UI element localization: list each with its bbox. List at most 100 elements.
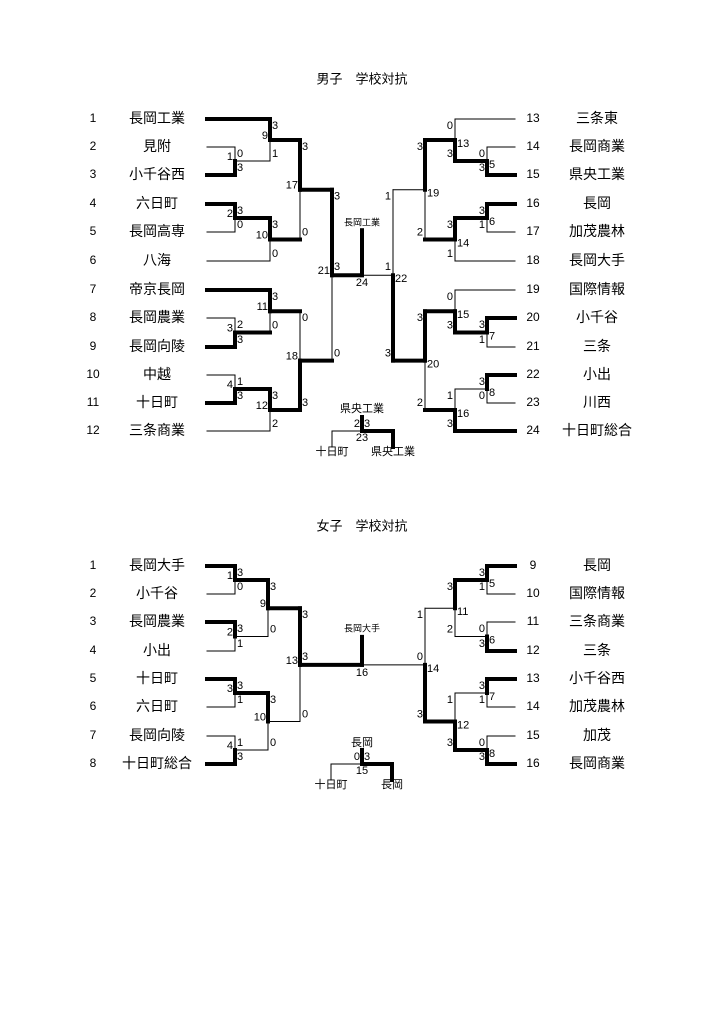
team-seed: 13 xyxy=(526,671,540,685)
match-number: 14 xyxy=(457,237,469,249)
team-seed: 13 xyxy=(526,111,540,125)
match-number: 14 xyxy=(427,663,439,675)
score-bottom: 1 xyxy=(237,694,243,706)
score-top: 0 xyxy=(479,148,485,160)
match-number: 1 xyxy=(227,570,233,582)
team-seed: 1 xyxy=(90,111,97,125)
third-score-right: 3 xyxy=(364,418,370,430)
team-name: 十日町 xyxy=(136,395,178,411)
team-name: 十日町総合 xyxy=(562,423,632,439)
score-bottom: 0 xyxy=(272,248,278,260)
score-bottom: 0 xyxy=(237,219,243,231)
third-score-left: 0 xyxy=(354,751,360,763)
team-seed: 1 xyxy=(90,558,97,572)
match-number: 5 xyxy=(489,578,495,590)
score-bottom: 0 xyxy=(272,319,278,331)
team-seed: 3 xyxy=(90,614,97,628)
score-bottom: 3 xyxy=(447,319,453,331)
score-top: 3 xyxy=(270,581,276,593)
final-score-left: 3 xyxy=(334,261,340,273)
score-top: 3 xyxy=(272,219,278,231)
score-bottom: 3 xyxy=(479,751,485,763)
bracket-title-women: 女子 学校対抗 xyxy=(316,519,407,535)
team-name: 国際情報 xyxy=(569,586,625,602)
score-top: 3 xyxy=(237,567,243,579)
team-seed: 2 xyxy=(90,586,97,600)
score-bottom: 0 xyxy=(270,623,276,635)
score-bottom: 0 xyxy=(479,390,485,402)
team-name: 長岡 xyxy=(583,558,611,574)
team-seed: 9 xyxy=(90,339,97,353)
team-name: 小千谷 xyxy=(136,586,178,602)
score-top: 0 xyxy=(447,120,453,132)
score-bottom: 1 xyxy=(447,248,453,260)
score-bottom: 2 xyxy=(417,226,423,238)
score-bottom: 3 xyxy=(302,397,308,409)
team-seed: 6 xyxy=(90,253,97,267)
score-top: 3 xyxy=(479,376,485,388)
score-bottom: 3 xyxy=(385,348,391,360)
score-bottom: 1 xyxy=(237,638,243,650)
team-seed: 3 xyxy=(90,167,97,181)
match-number: 10 xyxy=(256,229,268,241)
team-name: 六日町 xyxy=(136,196,178,212)
score-top: 3 xyxy=(272,291,278,303)
match-number: 7 xyxy=(489,691,495,703)
match-number: 11 xyxy=(257,301,268,313)
score-top: 3 xyxy=(479,680,485,692)
team-seed: 22 xyxy=(526,367,540,381)
score-top: 3 xyxy=(479,567,485,579)
score-bottom: 0 xyxy=(237,581,243,593)
score-top: 0 xyxy=(447,291,453,303)
score-top: 0 xyxy=(237,148,243,160)
match-number: 2 xyxy=(227,208,233,220)
score-bottom: 3 xyxy=(237,751,243,763)
team-name: 十日町 xyxy=(136,671,178,687)
match-number: 9 xyxy=(262,130,268,142)
team-name: 川西 xyxy=(583,395,611,411)
team-seed: 4 xyxy=(90,196,97,210)
score-bottom: 3 xyxy=(479,162,485,174)
match-number: 12 xyxy=(457,719,469,731)
score-top: 3 xyxy=(479,205,485,217)
score-bottom: 0 xyxy=(302,708,308,720)
team-seed: 12 xyxy=(86,423,100,437)
match-number: 19 xyxy=(427,188,439,200)
third-winner-label: 県央工業 xyxy=(340,402,384,415)
champion-label: 長岡工業 xyxy=(344,217,380,229)
team-seed: 4 xyxy=(90,643,97,657)
team-seed: 19 xyxy=(526,282,540,296)
score-bottom: 1 xyxy=(479,334,485,346)
team-name: 見附 xyxy=(143,139,171,155)
score-bottom: 1 xyxy=(479,219,485,231)
score-top: 3 xyxy=(272,390,278,402)
team-seed: 8 xyxy=(90,310,97,324)
team-seed: 9 xyxy=(530,558,537,572)
third-score-left: 2 xyxy=(354,418,360,430)
score-bottom: 3 xyxy=(417,708,423,720)
third-score-right: 3 xyxy=(364,751,370,763)
match-number: 13 xyxy=(286,655,298,667)
final-score-right: 0 xyxy=(417,651,423,663)
team-name: 中越 xyxy=(143,367,171,383)
score-top: 3 xyxy=(417,312,423,324)
team-seed: 14 xyxy=(526,139,540,153)
match-number: 16 xyxy=(457,408,469,420)
score-bottom: 1 xyxy=(479,694,485,706)
third-right-team: 県央工業 xyxy=(371,445,415,458)
team-name: 長岡農業 xyxy=(129,614,185,630)
match-number: 9 xyxy=(260,598,266,610)
team-seed: 21 xyxy=(526,339,540,353)
final-match-number: 16 xyxy=(356,667,368,679)
score-top: 1 xyxy=(447,694,453,706)
team-seed: 16 xyxy=(526,196,540,210)
team-name: 帝京長岡 xyxy=(129,282,185,298)
score-top: 3 xyxy=(417,141,423,153)
third-winner-label: 長岡 xyxy=(351,736,373,749)
score-bottom: 3 xyxy=(479,638,485,650)
score-bottom: 2 xyxy=(447,623,453,635)
score-top: 1 xyxy=(417,609,423,621)
team-name: 長岡工業 xyxy=(129,111,185,127)
team-name: 小出 xyxy=(143,643,171,659)
team-seed: 7 xyxy=(90,728,97,742)
